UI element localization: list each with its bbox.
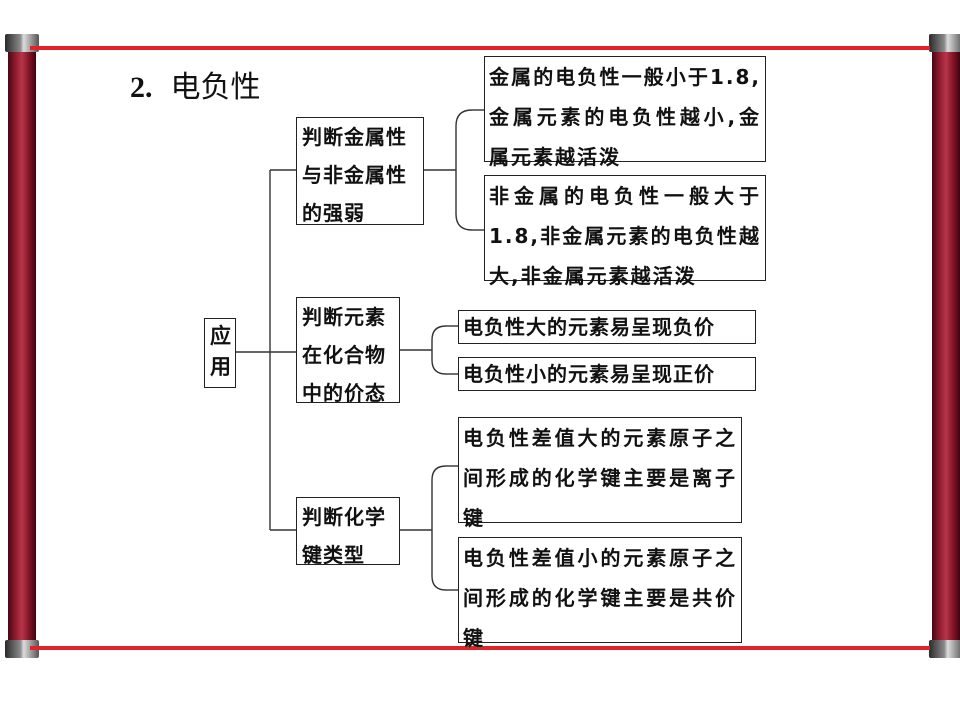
branch-node-metallicity: 判断金属性与非金属性的强弱 (296, 117, 424, 225)
leaf-covalent-bond: 电负性差值小的元素原子之间形成的化学键主要是共价键 (458, 537, 742, 650)
leaf-positive-valence: 电负性小的元素易呈现正价 (458, 357, 756, 391)
title-number: 2. (130, 71, 153, 104)
leaf-ionic-bond: 电负性差值大的元素原子之间形成的化学键主要是离子键 (458, 417, 742, 530)
branch-2-bracket (431, 325, 447, 375)
scroll-roller-left (5, 34, 39, 658)
scroll-roller-right (929, 34, 960, 658)
root-node: 应用 (204, 318, 236, 388)
leaf-negative-valence: 电负性大的元素易呈现负价 (458, 310, 756, 344)
title-text: 电负性 (170, 70, 261, 105)
top-border (30, 46, 930, 50)
branch-node-bond-type: 判断化学键类型 (296, 497, 400, 567)
branch-1-bracket (455, 109, 473, 231)
leaf-nonmetal-electronegativity: 非金属的电负性一般大于1.8,非金属元素的电负性越大,非金属元素越活泼 (484, 175, 766, 288)
branch-3-bracket (431, 465, 447, 591)
branch-node-valence: 判断元素在化合物中的价态 (296, 297, 400, 405)
leaf-metal-electronegativity: 金属的电负性一般小于1.8,金属元素的电负性越小,金属元素越活泼 (484, 56, 766, 169)
page-title: 2. 电负性 (130, 62, 261, 106)
bottom-border (30, 646, 930, 650)
